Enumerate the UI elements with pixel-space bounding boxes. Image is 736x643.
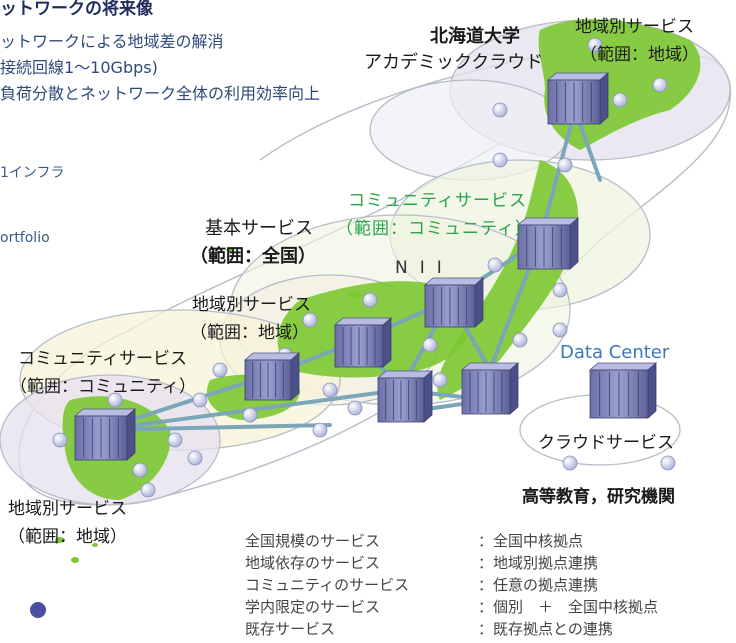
server-rack-tohoku [516, 217, 580, 270]
server-rack-datacenter [588, 362, 658, 419]
community-center-label-1: コミュニティサービス [348, 191, 527, 211]
hokkaido-label-2: アカデミッククラウド [364, 52, 544, 73]
cloud-service-label: クラウドサービス [538, 433, 674, 453]
server-rack-chubu [333, 317, 393, 368]
server-rack-hokkaido [546, 72, 610, 125]
bullet-line-3: 負荷分散とネットワーク全体の利用効率向上 [0, 84, 321, 103]
server-rack-nii [423, 277, 485, 328]
small-islands [55, 248, 361, 563]
community-west-label-2: （範囲：コミュニティ） [10, 377, 196, 397]
legend-service-1: 全国規模のサービス [245, 532, 381, 550]
bullet-line-1: ットワークによる地域差の解消 [0, 32, 224, 51]
regional-mid-label-2: （範囲：地域） [190, 323, 309, 343]
regional-ne-label-2: （範囲：地域） [580, 45, 699, 65]
server-rack-central [376, 370, 434, 423]
community-center-label-2: （範囲：コミュニティ） [336, 219, 533, 239]
regional-ne-label-1: 地域別サービス [575, 17, 694, 37]
nii-label: NII [395, 258, 454, 278]
data-center-label: Data Center [560, 342, 670, 363]
bullet-line-2: 接続回線1～10Gbps) [0, 58, 158, 77]
side-fragment-1: 1インフラ [0, 165, 65, 181]
community-west-label-1: コミュニティサービス [18, 349, 187, 369]
legend-service-2: 地域依存のサービス [245, 554, 381, 572]
legend-service-3: コミュニティのサービス [245, 576, 410, 594]
page-title: ットワークの将来像 [0, 0, 153, 19]
regional-mid-label-1: 地域別サービス [192, 295, 311, 315]
basic-service-label-2: （範囲：全国） [190, 246, 316, 267]
regional-sw-label-1: 地域別サービス [8, 499, 127, 519]
legend-scope-2: ：地域別拠点連携 [478, 554, 599, 572]
side-fragment-2: ortfolio [0, 230, 50, 246]
legend-service-4: 学内限定のサービス [245, 598, 381, 616]
hokkaido-label-1: 北海道大学 [430, 26, 520, 47]
legend-scope-3: ：任意の拠点連携 [478, 576, 599, 594]
legend-scope-5: ：既存拠点との連携 [478, 620, 613, 638]
basic-service-label-1: 基本サービス [205, 218, 313, 239]
server-rack-kyushu [73, 408, 137, 461]
server-racks [73, 72, 658, 461]
legend-service-5: 既存サービス [245, 620, 336, 638]
server-rack-kanto [460, 362, 520, 415]
server-rack-kinki [243, 352, 301, 401]
higher-education-label: 高等教育，研究機関 [522, 487, 675, 507]
offshore-node [30, 602, 46, 618]
regional-sw-label-2: （範囲：地域） [8, 527, 127, 547]
legend-scope-4: ：個別 ＋ 全国中核拠点 [478, 598, 659, 616]
legend-scope-1: ：全国中核拠点 [478, 532, 584, 550]
